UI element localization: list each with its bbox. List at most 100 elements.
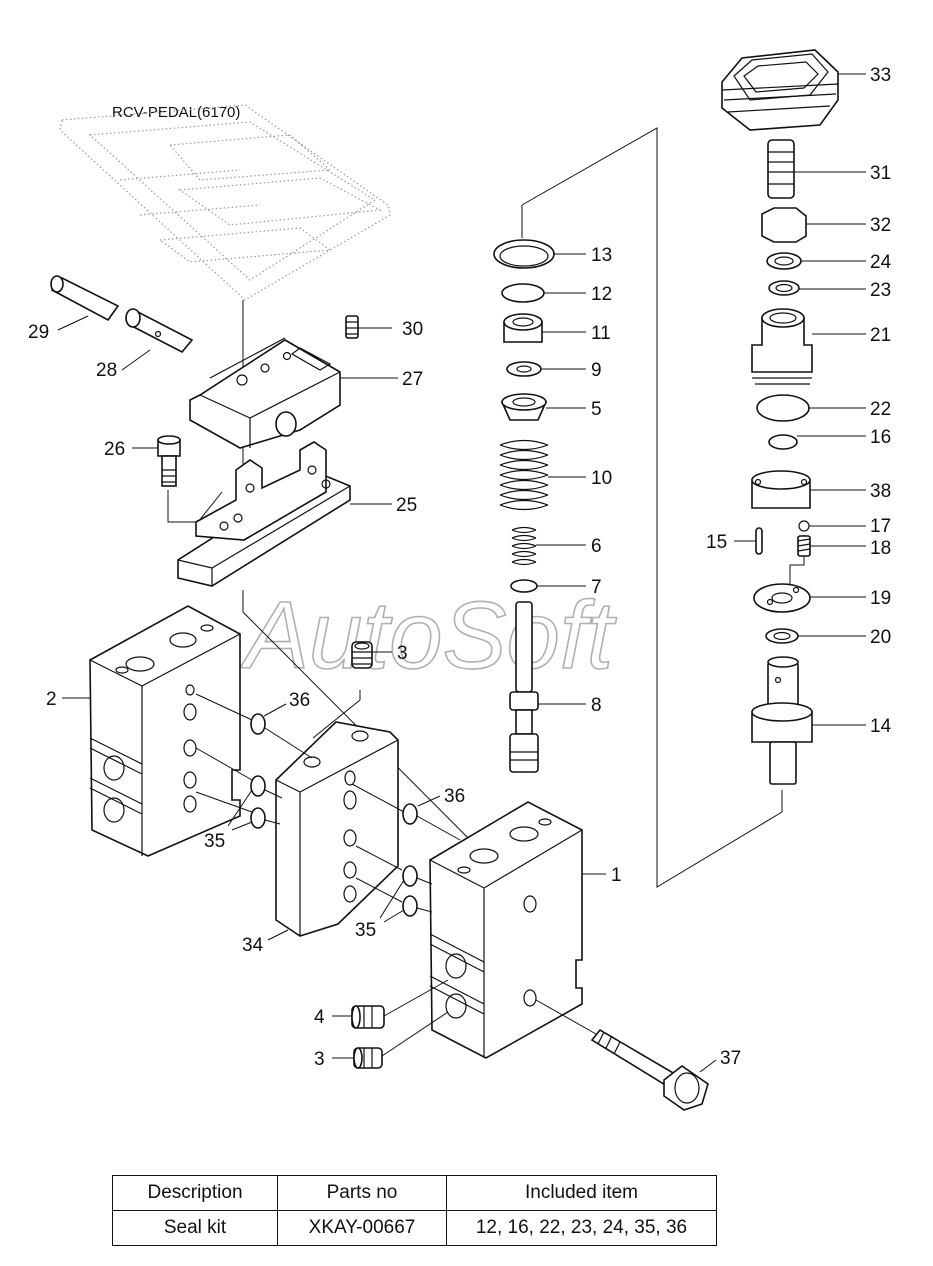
- washer-9: [506, 361, 542, 377]
- spring-6: [511, 526, 537, 566]
- callout-27: 27: [402, 369, 423, 390]
- callout-32: 32: [870, 215, 891, 236]
- leader-lines: [57, 73, 866, 1073]
- callout-36-right: 36: [444, 786, 465, 807]
- washer-13: [493, 239, 555, 269]
- set-screw-30: [345, 315, 359, 339]
- diagram-subtitle: RCV-PEDAL(6170): [112, 104, 240, 121]
- callout-9: 9: [591, 360, 602, 381]
- rubber-boot: [721, 49, 839, 131]
- seal-kit-table: Description Parts no Included item Seal …: [112, 1175, 717, 1246]
- pin: [755, 527, 763, 555]
- o-ring-12: [501, 283, 545, 303]
- valve-body-1: [429, 801, 583, 1059]
- valve-body-2: [89, 605, 241, 857]
- plate-19: [753, 583, 811, 613]
- callout-17: 17: [870, 516, 891, 537]
- callout-28: 28: [96, 360, 117, 381]
- bolt-26: [157, 435, 181, 487]
- table-row: Seal kit XKAY-00667 12, 16, 22, 23, 24, …: [112, 1210, 717, 1246]
- casing-38: [751, 470, 811, 509]
- seal-ring-24: [766, 252, 802, 270]
- steel-ball: [798, 520, 810, 532]
- callout-37: 37: [720, 1048, 741, 1069]
- table-cell-parts-no: XKAY-00667: [277, 1210, 447, 1246]
- callout-38: 38: [870, 481, 891, 502]
- set-screw-3-upper: [351, 641, 373, 669]
- callout-29: 29: [28, 322, 49, 343]
- washer-7: [510, 579, 538, 593]
- callout-13: 13: [591, 245, 612, 266]
- washer-hole: [516, 365, 532, 373]
- pedal-outline: [59, 104, 391, 301]
- spring-18: [797, 535, 811, 557]
- callout-23: 23: [870, 280, 891, 301]
- guide-line: [242, 590, 491, 861]
- callout-10: 10: [591, 468, 612, 489]
- callout-8: 8: [591, 695, 602, 716]
- callout-6: 6: [591, 536, 602, 557]
- callout-15: 15: [706, 532, 727, 553]
- o-ring-35: [250, 807, 266, 829]
- plug: [751, 308, 813, 385]
- guide-line: [312, 690, 361, 739]
- o-ring-36: [250, 713, 266, 735]
- callout-34: 34: [242, 935, 264, 956]
- seal-ring-23: [768, 280, 800, 296]
- guide-line: [167, 490, 223, 523]
- seal-ring-20: [765, 628, 799, 644]
- o-ring-35: [402, 865, 418, 887]
- callout-16: 16: [870, 427, 891, 448]
- callout-1: 1: [611, 865, 622, 886]
- table-cell-description: Seal kit: [112, 1210, 278, 1246]
- o-ring-35: [402, 895, 418, 917]
- callout-36-left: 36: [289, 690, 310, 711]
- callout-21: 21: [870, 325, 891, 346]
- return-spring-10: [499, 439, 549, 511]
- callout-4: 4: [314, 1007, 325, 1028]
- callout-33: 33: [870, 65, 891, 86]
- callout-20: 20: [870, 627, 891, 648]
- callout-35-left: 35: [204, 831, 225, 852]
- plug-3: [353, 1047, 383, 1069]
- table-header-included-item: Included item: [446, 1175, 717, 1211]
- table-header-parts-no: Parts no: [277, 1175, 447, 1211]
- callout-labels: 33 31 32 24 23 21 22 16 38 17 15 18 19 2…: [28, 65, 892, 1070]
- table-header-row: Description Parts no Included item: [112, 1175, 717, 1211]
- bushing-28: [125, 308, 194, 354]
- callout-14: 14: [870, 716, 892, 737]
- callout-11: 11: [591, 323, 611, 344]
- bolt-37: [590, 1028, 709, 1111]
- seal-11: [503, 313, 543, 343]
- spool-8: [509, 601, 539, 773]
- callout-18: 18: [870, 538, 891, 559]
- ring-hole: [775, 283, 793, 293]
- table-cell-included-item: 12, 16, 22, 23, 24, 35, 36: [446, 1210, 717, 1246]
- base-plate-25: [177, 441, 351, 587]
- callout-12: 12: [591, 284, 612, 305]
- ring-hole: [774, 256, 794, 266]
- spring-seat-5: [500, 393, 548, 421]
- o-ring-16: [768, 434, 798, 450]
- push-rod-14: [751, 656, 813, 785]
- callout-5: 5: [591, 399, 602, 420]
- guide-line: [521, 127, 783, 888]
- callout-30: 30: [402, 319, 423, 340]
- o-ring-22: [756, 394, 810, 422]
- callout-35-right: 35: [355, 920, 376, 941]
- callout-22: 22: [870, 399, 891, 420]
- nut: [761, 207, 807, 243]
- o-ring-36: [402, 803, 418, 825]
- pin-29: [50, 275, 120, 322]
- callout-3-upper: 3: [397, 643, 408, 664]
- callout-7: 7: [591, 577, 602, 598]
- table-header-description: Description: [112, 1175, 278, 1211]
- callout-25: 25: [396, 495, 417, 516]
- pedal-bracket-27: [189, 337, 341, 449]
- callout-24: 24: [870, 252, 892, 273]
- ring-hole: [773, 631, 791, 641]
- callout-31: 31: [870, 163, 891, 184]
- spacer-plate-34: [275, 721, 399, 937]
- exploded-parts-diagram: AutoSoft RCV-PEDAL(6170): [28, 49, 892, 1111]
- watermark: AutoSoft: [240, 582, 617, 689]
